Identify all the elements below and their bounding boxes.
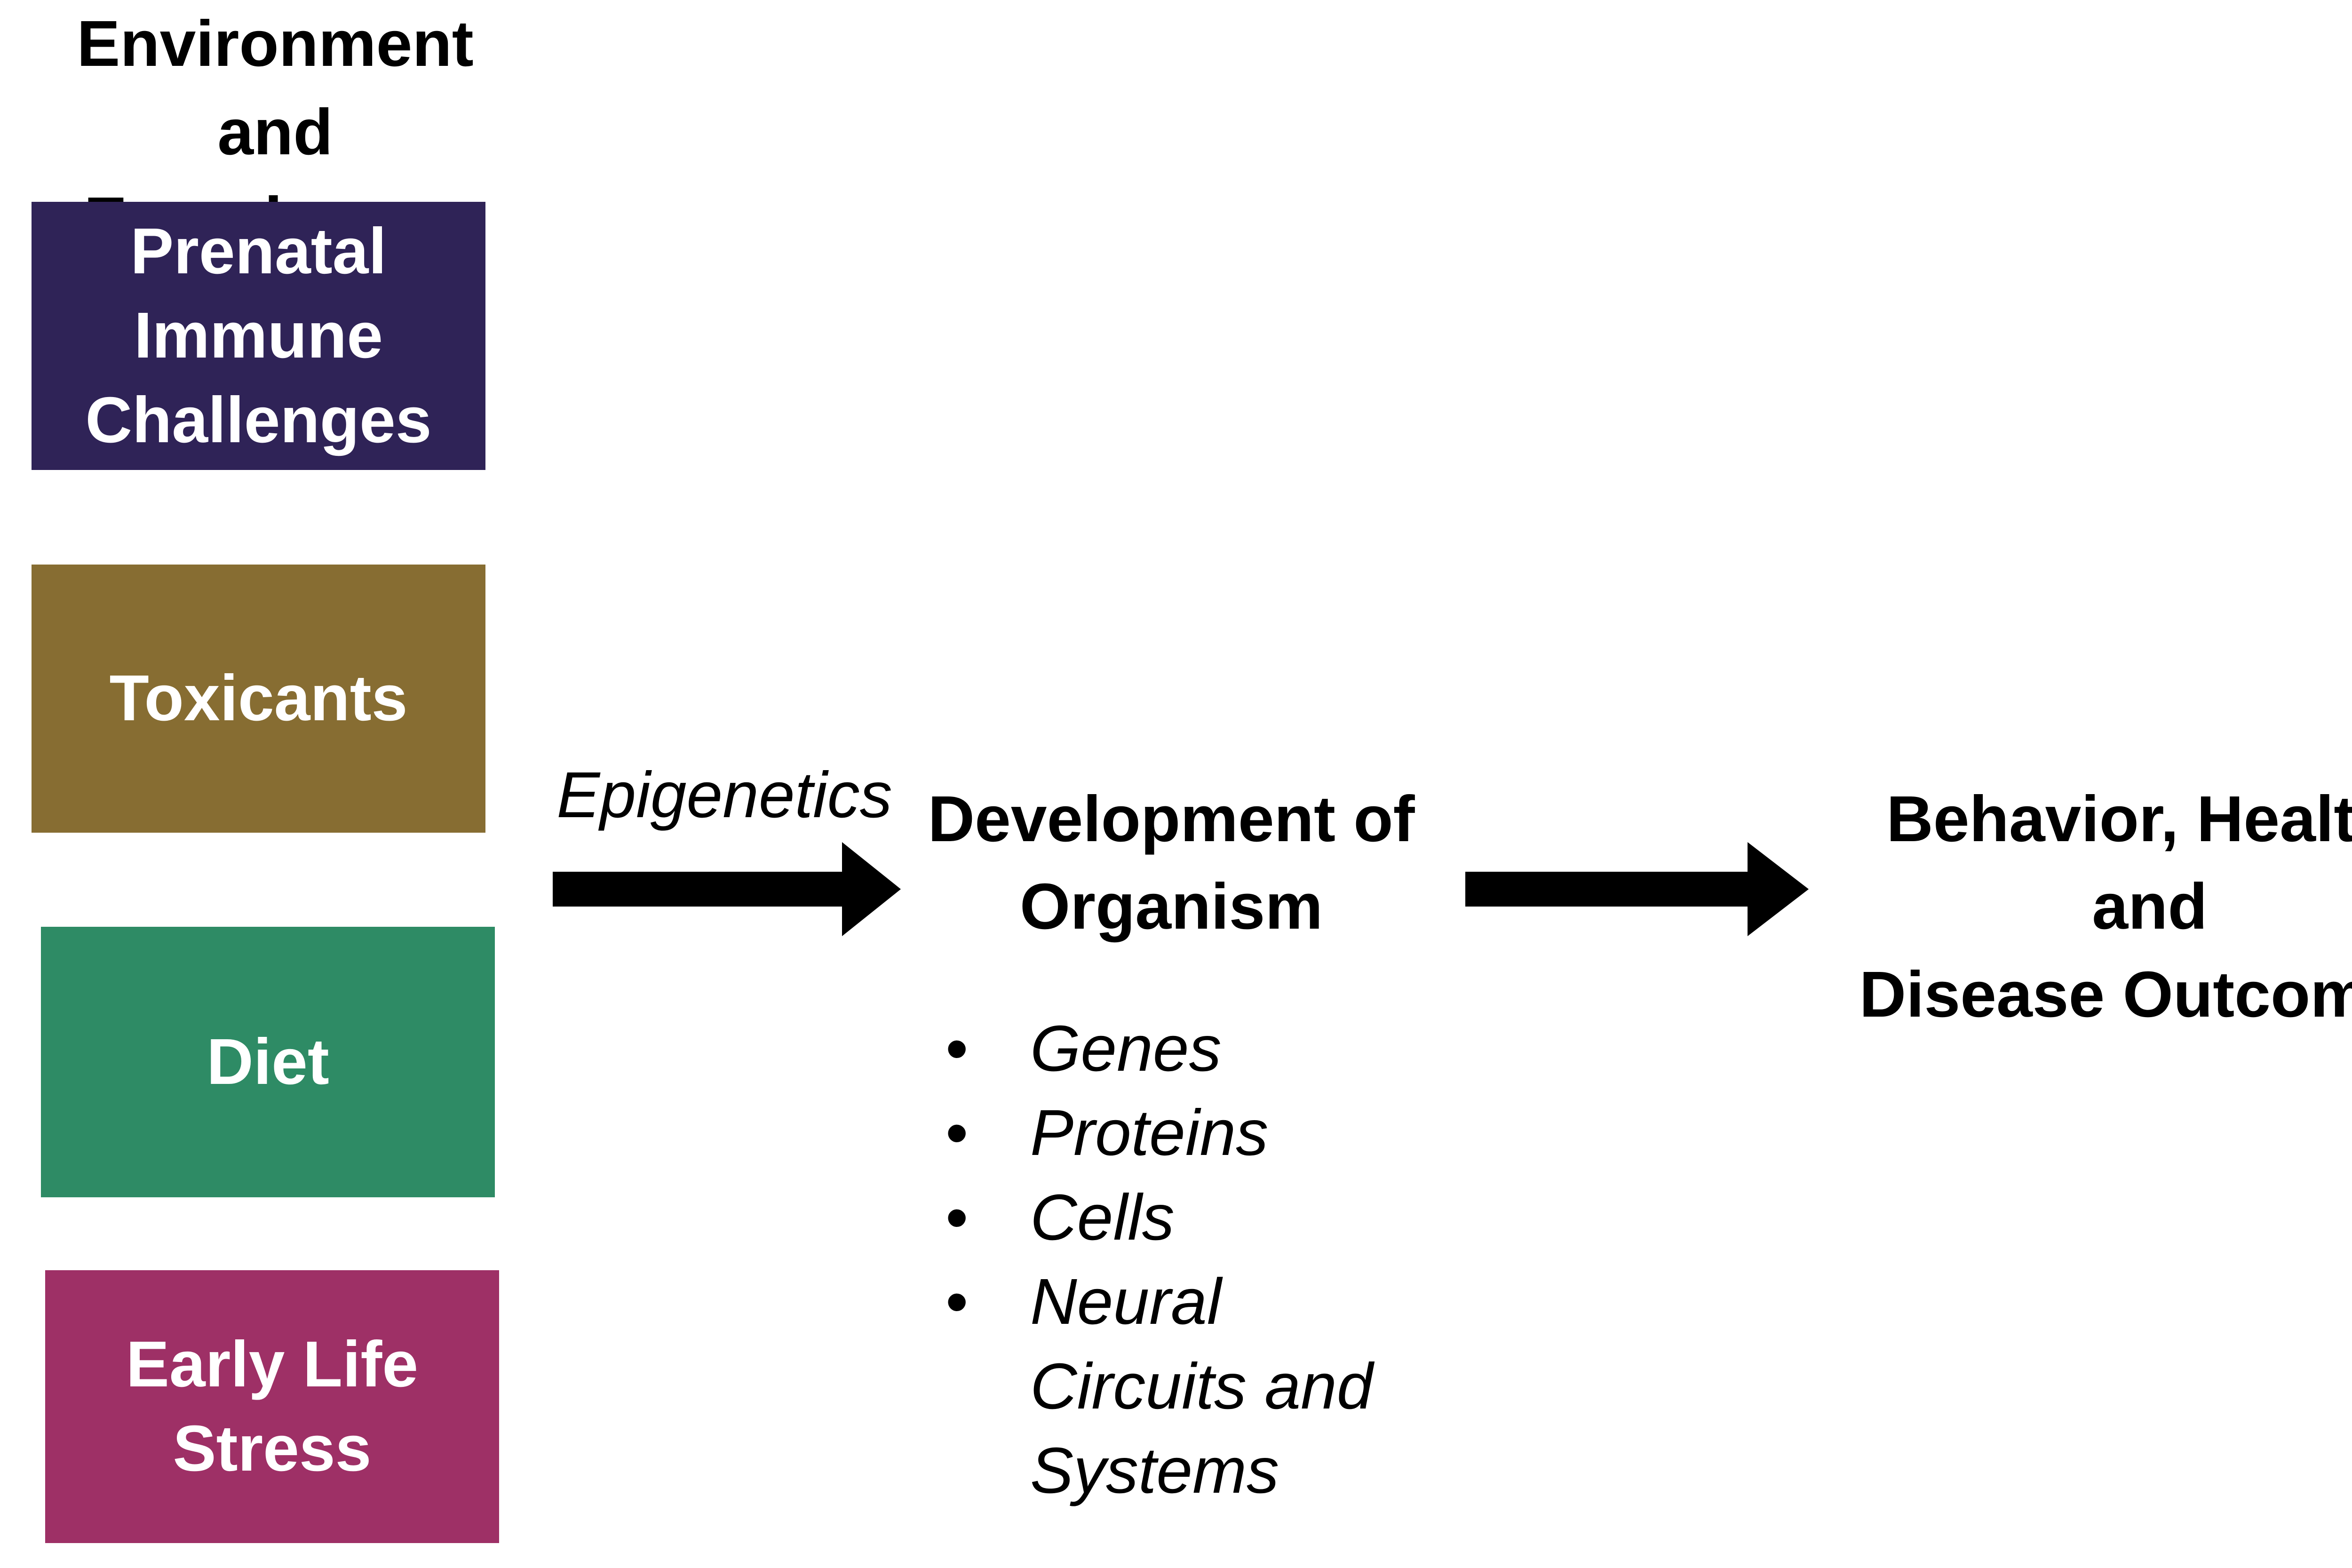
env-box-label: Prenatal Immune Challenges (85, 215, 432, 456)
bullet-dot-icon: • (946, 1097, 969, 1170)
outcomes-arrow (1465, 842, 1809, 936)
env-box-label: Toxicants (109, 662, 408, 735)
env-box-toxicants: Toxicants (32, 565, 485, 833)
epigenetics-arrow (553, 842, 901, 936)
bullet-item-proteins: • Proteins (946, 1091, 1486, 1175)
arrow-right-icon (1465, 842, 1809, 936)
bullet-dot-icon: • (946, 1266, 969, 1338)
bullet-dot-icon: • (946, 1181, 969, 1254)
env-box-diet: Diet (41, 927, 495, 1197)
env-box-label: Early Life Stress (126, 1328, 419, 1485)
env-box-prenatal-immune-challenges: Prenatal Immune Challenges (32, 202, 485, 470)
bullet-item-neural-circuits-systems: • Neural Circuits and Systems (946, 1260, 1486, 1513)
behavior-health-disease-outcomes-title: Behavior, Health, and Disease Outcomes (1859, 783, 2352, 1031)
bullet-item-cells: • Cells (946, 1176, 1486, 1260)
env-box-label: Diet (207, 1025, 329, 1098)
arrow-right-icon (553, 842, 901, 936)
bullet-text: Neural Circuits and Systems (1030, 1266, 1373, 1507)
bullet-text: Proteins (1030, 1097, 1269, 1170)
env-box-early-life-stress: Early Life Stress (45, 1270, 499, 1543)
bullet-item-genes: • Genes (946, 1007, 1486, 1091)
bullet-text: Cells (1030, 1181, 1175, 1254)
bullet-text: Genes (1030, 1012, 1222, 1085)
development-of-organism-title: Development of Organism (928, 783, 1415, 943)
epigenetics-arrow-label: Epigenetics (556, 759, 892, 831)
bullet-dot-icon: • (946, 1012, 969, 1085)
development-bullet-list: • Genes • Proteins • Cells • Neural Circ… (946, 1007, 1486, 1513)
